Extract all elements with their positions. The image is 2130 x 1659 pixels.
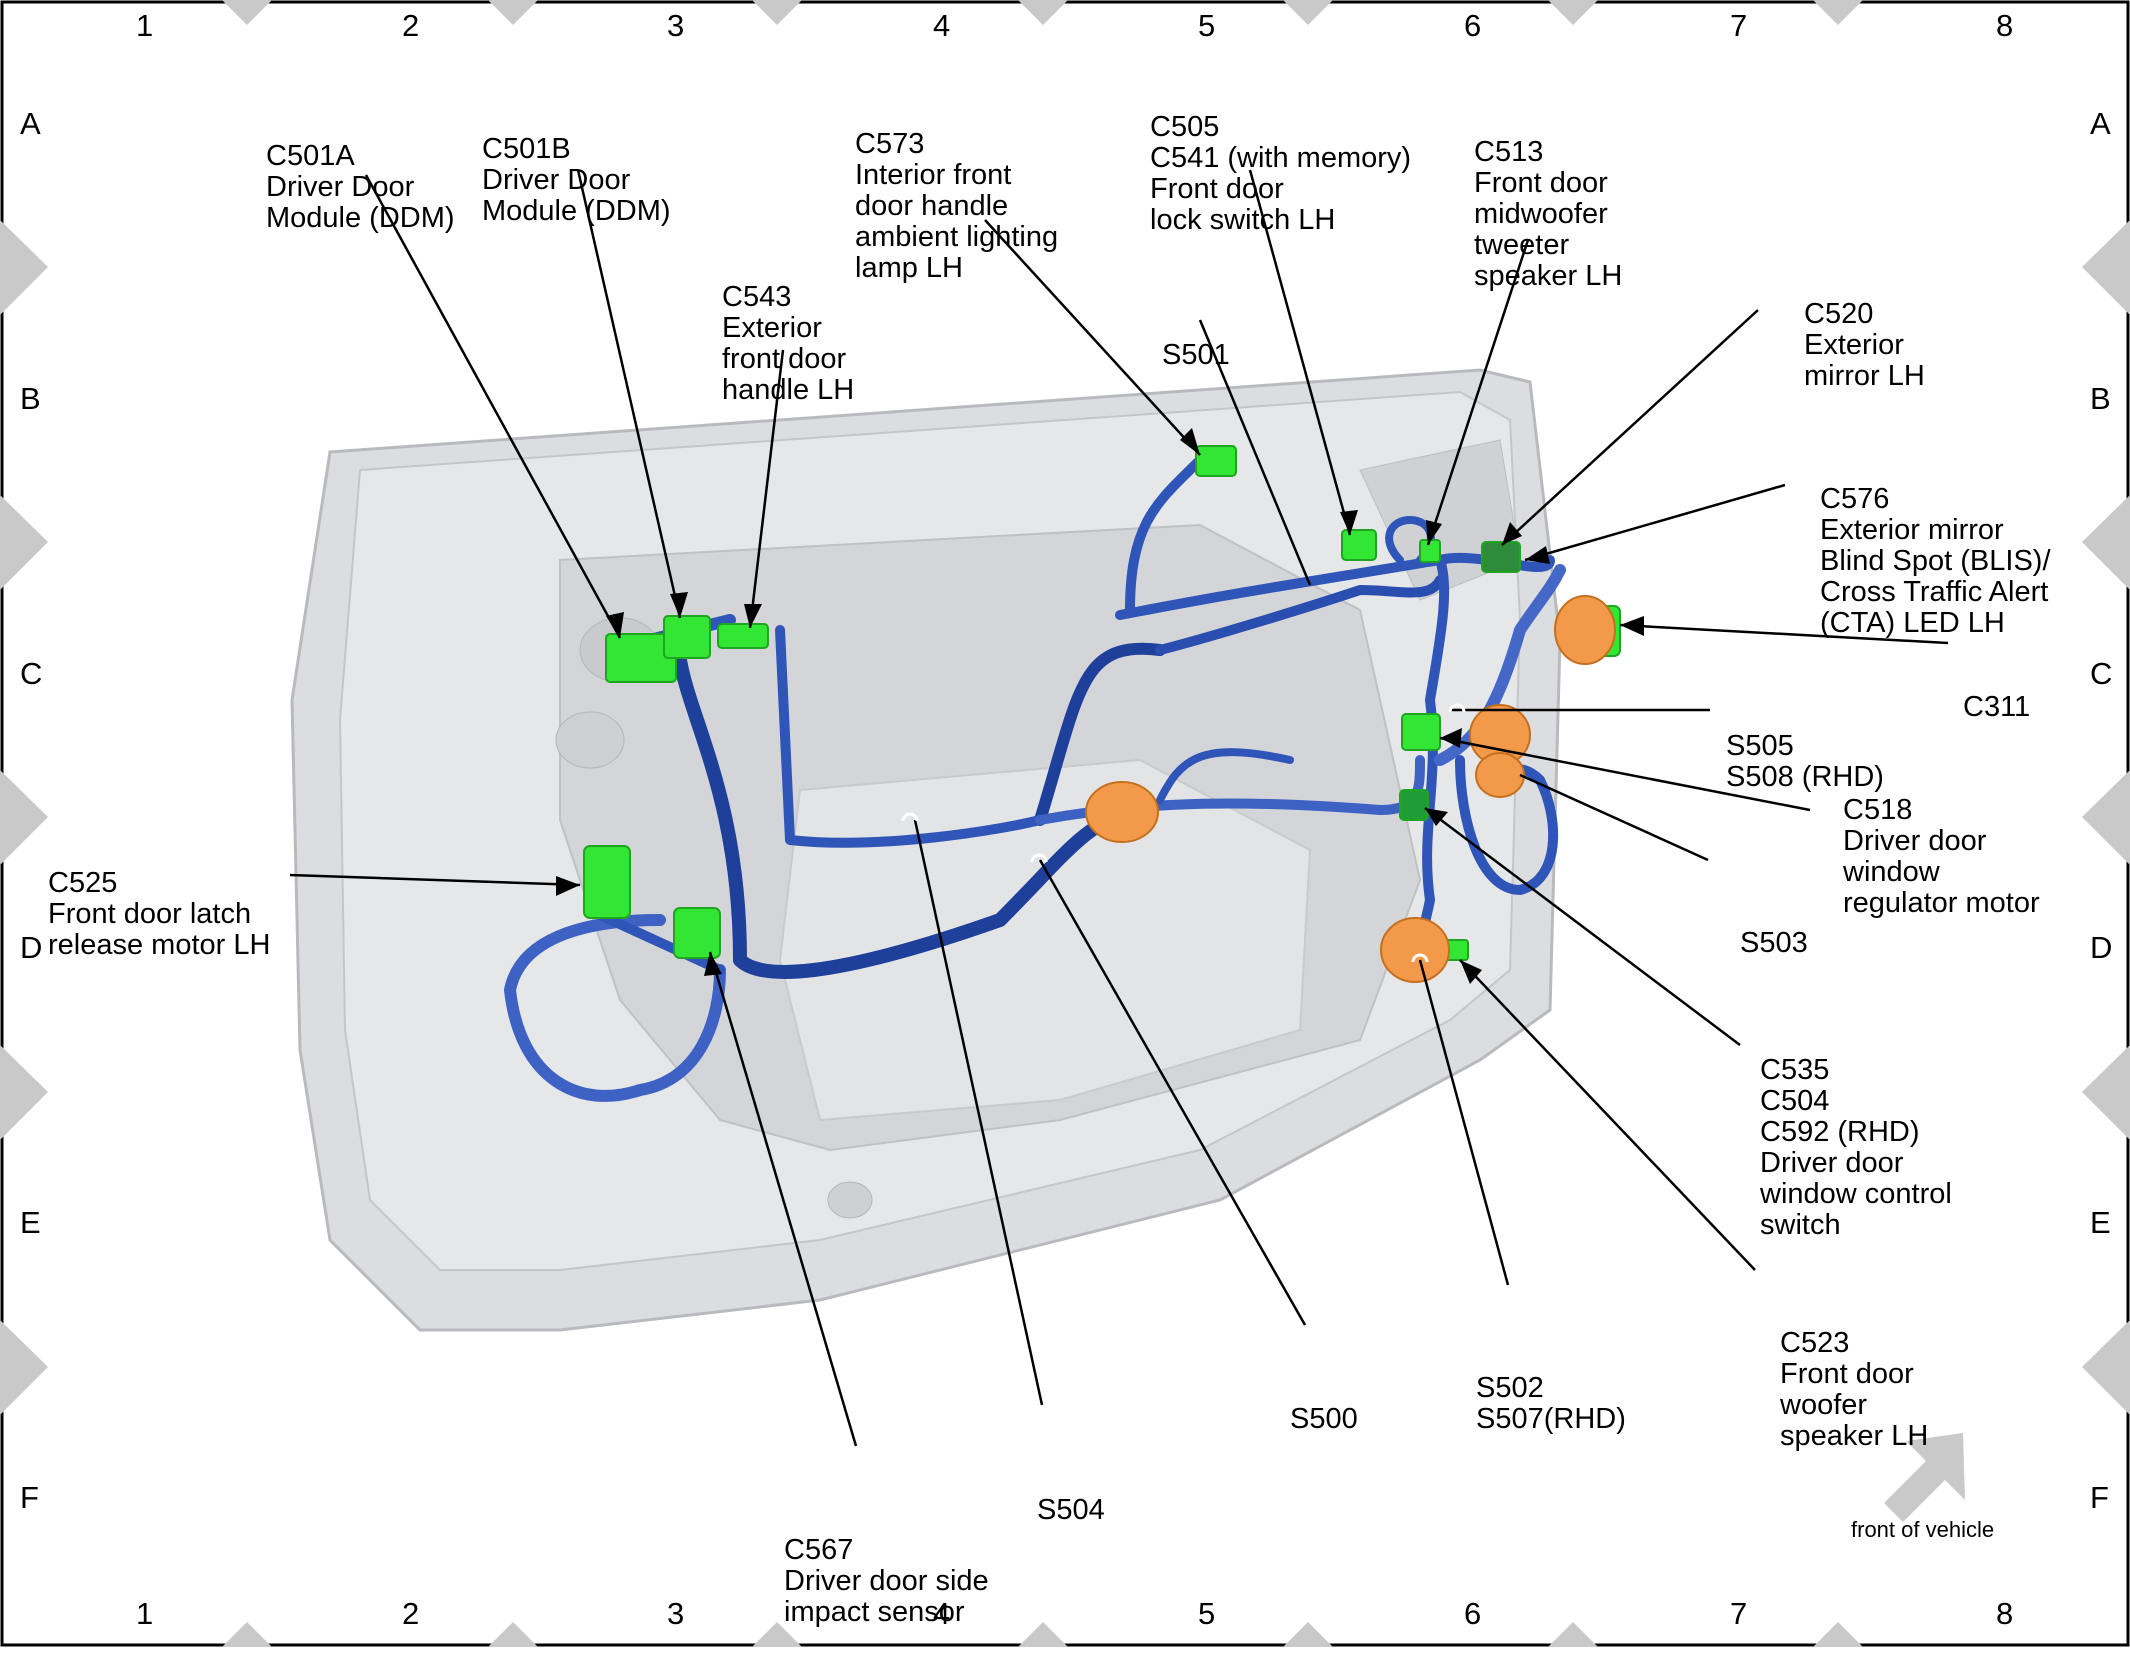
grid-col-7-bottom: 7 [1730, 1596, 1748, 1631]
callout-s500: S500 [1290, 1403, 1358, 1435]
callout-s503: S503 [1740, 927, 1808, 959]
grid-col-4-top: 4 [933, 8, 951, 43]
grid-row-d-right: D [2090, 930, 2113, 965]
callout-c311: C311 [1963, 691, 2031, 723]
c518-connector [1399, 789, 1429, 821]
s503-part [1475, 752, 1525, 798]
grid-col-6-top: 6 [1464, 8, 1482, 43]
grid-row-a-right: A [2090, 106, 2111, 141]
grid-row-b-left: B [20, 381, 41, 416]
grid-row-b-right: B [2090, 381, 2111, 416]
grid-row-c-right: C [2090, 656, 2113, 691]
s500-part [1085, 781, 1159, 843]
grid-col-5-top: 5 [1198, 8, 1216, 43]
grid-row-e-left: E [20, 1205, 41, 1240]
c505-connector [1341, 529, 1377, 561]
grid-col-7-top: 7 [1730, 8, 1748, 43]
grid-row-d-left: D [20, 930, 43, 965]
grid-row-e-right: E [2090, 1205, 2111, 1240]
c525-connector [583, 845, 631, 919]
connectors [583, 445, 1621, 961]
grid-row-f-right: F [2090, 1480, 2109, 1515]
grid-row-c-left: C [20, 656, 43, 691]
arrow-up-right-icon [1884, 1433, 1965, 1522]
arrowheads [556, 428, 1644, 984]
c535-connector [1401, 713, 1441, 751]
door-panel [290, 368, 1562, 1332]
grid-col-1-top: 1 [136, 8, 154, 43]
callout-s504: S504 [1037, 1494, 1105, 1526]
grid-row-f-left: F [20, 1480, 39, 1515]
leader-lines [289, 169, 1949, 1447]
grid-col-8-bottom: 8 [1996, 1596, 2014, 1631]
callout-s501: S501 [1162, 339, 1230, 371]
c543-connector [717, 623, 769, 649]
c501b-connector [663, 615, 711, 659]
c573-connector [1195, 445, 1237, 477]
c520-connector [1481, 541, 1521, 573]
grid-col-3-bottom: 3 [667, 1596, 685, 1631]
front-of-vehicle-label: front of vehicle [1851, 1517, 1995, 1542]
grid-col-2-top: 2 [402, 8, 420, 43]
grid-col-6-bottom: 6 [1464, 1596, 1482, 1631]
grid-col-4-bottom: 4 [933, 1596, 951, 1631]
c513-connector [1419, 539, 1441, 563]
c311-part [1554, 595, 1616, 665]
splices [1085, 595, 1616, 983]
grid-col-3-top: 3 [667, 8, 685, 43]
grid-row-a-left: A [20, 106, 41, 141]
splice-dots [901, 703, 1466, 963]
s502-part [1380, 917, 1450, 983]
grid-col-5-bottom: 5 [1198, 1596, 1216, 1631]
c567-connector [673, 907, 721, 959]
grid-col-1-bottom: 1 [136, 1596, 154, 1631]
grid-col-8-top: 8 [1996, 8, 2014, 43]
grid-col-2-bottom: 2 [402, 1596, 420, 1631]
